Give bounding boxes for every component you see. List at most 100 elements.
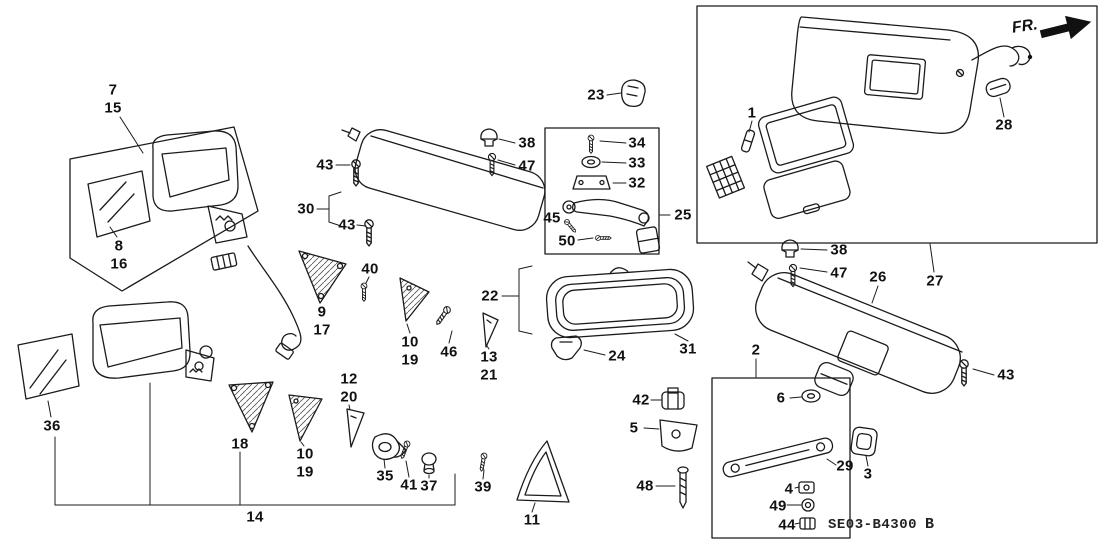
diagram-code-suffix: B	[925, 516, 935, 533]
callout-37: 37	[420, 477, 438, 495]
screw-43-right	[959, 359, 969, 387]
callout-48: 48	[636, 477, 654, 495]
callout-47: 47	[830, 264, 848, 282]
callout-14: 14	[246, 508, 264, 526]
callout-12: 12	[340, 370, 358, 388]
vanity-mirror-assembly	[757, 96, 855, 220]
callout-45: 45	[543, 209, 561, 227]
driver-sunvisor-30	[341, 127, 546, 231]
callout-1: 1	[747, 104, 757, 122]
callout-7: 7	[108, 81, 118, 99]
callout-40: 40	[361, 260, 379, 278]
screw-46	[433, 304, 453, 327]
fr-direction-text: FR.	[1010, 16, 1039, 37]
callout-6: 6	[776, 389, 786, 407]
callout-24: 24	[608, 347, 626, 365]
callout-31: 31	[679, 340, 697, 358]
holder-rod-29	[722, 437, 834, 478]
bracket-line-14	[54, 382, 456, 506]
screw-39	[477, 452, 488, 473]
callout-46: 46	[440, 343, 458, 361]
clip-23	[621, 79, 646, 108]
nut-44	[799, 517, 816, 530]
diagram-code-text: SE03-B4300	[828, 517, 918, 533]
callout-43: 43	[997, 366, 1015, 384]
clip-38-center	[480, 128, 498, 147]
leader-lines	[47, 92, 1005, 525]
clip-4	[798, 481, 815, 494]
grommet-49	[801, 498, 815, 512]
callout-10: 10	[296, 445, 314, 463]
callout-3: 3	[863, 465, 873, 483]
callout-22: 22	[481, 287, 499, 305]
callout-18: 18	[231, 435, 249, 453]
callout-32: 32	[628, 174, 646, 192]
callout-25: 25	[674, 206, 692, 224]
callout-50: 50	[558, 232, 576, 250]
callout-42: 42	[632, 391, 650, 409]
callout-13: 13	[480, 348, 498, 366]
callout-35: 35	[376, 467, 394, 485]
bracket-5	[659, 419, 698, 452]
callout-49: 49	[769, 497, 787, 515]
callout-30: 30	[297, 200, 315, 218]
callout-34: 34	[628, 134, 646, 152]
callout-39: 39	[474, 478, 492, 496]
fr-direction-label: FR.	[1011, 16, 1039, 37]
callout-15: 15	[104, 99, 122, 117]
vanity-bulb-1	[740, 129, 756, 153]
screw-50	[595, 235, 612, 241]
inset-box-visor-assembly	[696, 5, 1098, 244]
callout-11: 11	[523, 511, 541, 529]
passenger-door-mirror	[17, 301, 215, 400]
callout-5: 5	[629, 419, 639, 437]
gasket-9-17	[298, 250, 347, 304]
grommet-6	[801, 389, 821, 403]
callout-43: 43	[338, 216, 356, 234]
callout-29: 29	[836, 457, 854, 475]
diagram-code: SE03-B4300 B	[828, 516, 935, 533]
holder-3	[850, 426, 878, 457]
screw-41	[398, 439, 412, 460]
sunvisor-with-vanity	[791, 16, 1033, 134]
screw-43-upper	[351, 159, 361, 187]
corner-trim-10-19-lower	[288, 394, 323, 442]
passenger-sunvisor-26	[747, 261, 963, 397]
callout-19: 19	[401, 351, 419, 369]
mirror-arm-25	[562, 198, 661, 254]
callout-16: 16	[110, 255, 128, 273]
callout-10: 10	[401, 333, 419, 351]
bracket-32	[572, 175, 611, 190]
knob-37	[421, 452, 437, 475]
callout-17: 17	[313, 321, 331, 339]
wedge-12-20	[346, 408, 365, 448]
callout-44: 44	[778, 516, 796, 534]
rearview-mirror-22	[545, 267, 695, 339]
trim-11	[516, 440, 570, 503]
callout-2: 2	[751, 341, 761, 359]
vanity-lamp-lens	[706, 155, 746, 199]
corner-trim-10-19-upper	[399, 277, 430, 322]
callout-33: 33	[628, 154, 646, 172]
callout-21: 21	[480, 366, 498, 384]
holder-box-2	[711, 377, 851, 539]
screw-34	[587, 134, 595, 154]
callout-9: 9	[317, 303, 327, 321]
callout-20: 20	[340, 388, 358, 406]
callout-36: 36	[43, 417, 61, 435]
screw-43-lower	[364, 219, 374, 247]
fr-arrow-icon	[1039, 15, 1092, 40]
callout-8: 8	[114, 237, 124, 255]
screw-40	[360, 282, 368, 302]
callout-26: 26	[869, 268, 887, 286]
visor-cord-grommet-28	[985, 77, 1011, 98]
wedge-13-21	[482, 312, 499, 348]
callout-38: 38	[830, 241, 848, 259]
callout-41: 41	[400, 476, 418, 494]
washer-33	[581, 155, 601, 169]
driver-door-mirror	[69, 126, 302, 360]
callout-43: 43	[316, 156, 334, 174]
callout-47: 47	[518, 157, 536, 175]
